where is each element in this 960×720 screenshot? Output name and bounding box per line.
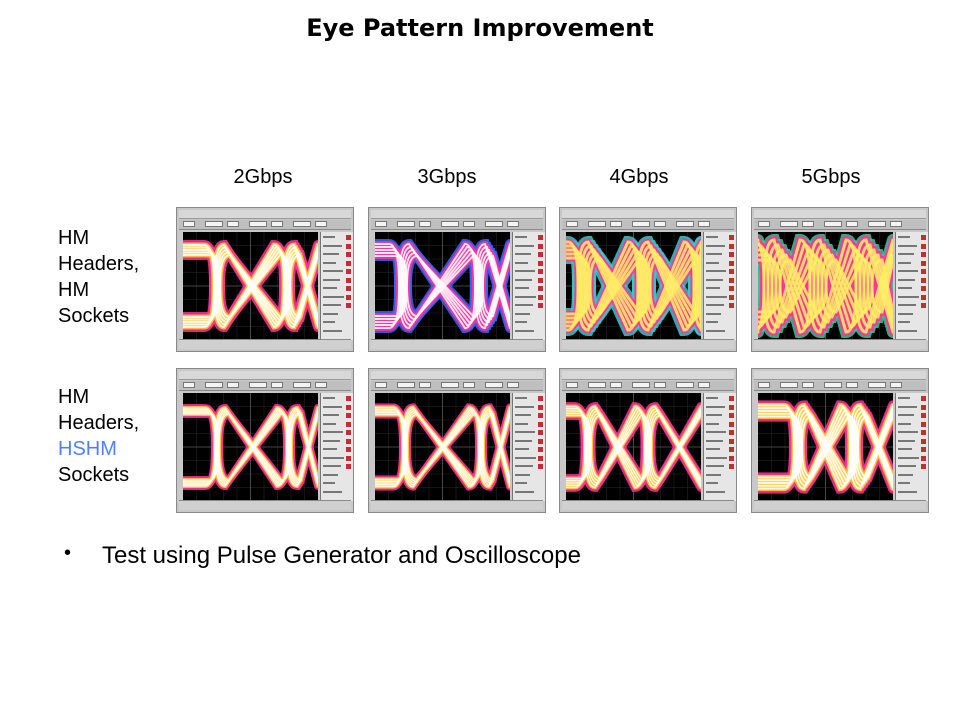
scope-menubar xyxy=(754,371,926,380)
scope-status-bar xyxy=(562,339,734,349)
scope-measurement-panel xyxy=(512,232,545,340)
eye-diagram-screenshot xyxy=(751,207,929,352)
scope-measurement-panel xyxy=(895,232,928,340)
scope-menubar xyxy=(562,210,734,219)
eye-pattern-plot xyxy=(183,393,318,501)
scope-menubar xyxy=(179,371,351,380)
scope-toolbar xyxy=(179,220,351,230)
eye-pattern-plot xyxy=(183,232,318,340)
scope-menubar xyxy=(371,371,543,380)
scope-toolbar xyxy=(754,220,926,230)
scope-measurement-panel xyxy=(320,232,353,340)
eye-diagram-screenshot xyxy=(176,368,354,513)
scope-measurement-panel xyxy=(703,232,736,340)
scope-measurement-panel xyxy=(895,393,928,501)
scope-status-bar xyxy=(371,500,543,510)
eye-pattern-plot xyxy=(758,232,893,340)
scope-toolbar xyxy=(179,381,351,391)
eye-diagram-screenshot xyxy=(368,207,546,352)
row-label-line: HM xyxy=(58,227,90,249)
column-header-5gbps: 5Gbps xyxy=(801,166,861,188)
scope-menubar xyxy=(754,210,926,219)
eye-diagram-screenshot xyxy=(559,368,737,513)
scope-toolbar xyxy=(562,381,734,391)
scope-status-bar xyxy=(562,500,734,510)
scope-status-bar xyxy=(754,500,926,510)
row-label-line: HM xyxy=(58,386,90,408)
scope-measurement-panel xyxy=(320,393,353,501)
eye-pattern-plot xyxy=(566,232,701,340)
column-header-3gbps: 3Gbps xyxy=(417,166,477,188)
scope-toolbar xyxy=(371,220,543,230)
scope-status-bar xyxy=(754,339,926,349)
eye-diagram-screenshot xyxy=(368,368,546,513)
eye-pattern-plot xyxy=(375,393,510,501)
row-label-line: HM xyxy=(58,279,90,301)
slide-title: Eye Pattern Improvement xyxy=(306,14,654,42)
scope-menubar xyxy=(179,210,351,219)
row-label-line: Headers, xyxy=(58,412,140,434)
row-label-line-highlight: HSHM xyxy=(58,438,117,460)
scope-measurement-panel xyxy=(512,393,545,501)
bullet-text: Test using Pulse Generator and Oscillosc… xyxy=(102,542,581,569)
eye-pattern-plot xyxy=(758,393,893,501)
scope-toolbar xyxy=(371,381,543,391)
scope-status-bar xyxy=(179,339,351,349)
scope-measurement-panel xyxy=(703,393,736,501)
scope-status-bar xyxy=(371,339,543,349)
scope-status-bar xyxy=(179,500,351,510)
scope-toolbar xyxy=(754,381,926,391)
eye-diagram-screenshot xyxy=(176,207,354,352)
scope-toolbar xyxy=(562,220,734,230)
eye-pattern-plot xyxy=(566,393,701,501)
row-label-line: Sockets xyxy=(58,305,130,327)
row-label-hm-sockets: HM Headers, HM Sockets xyxy=(58,225,139,329)
bullet-dot-icon: • xyxy=(64,542,72,564)
eye-diagram-screenshot xyxy=(751,368,929,513)
column-header-4gbps: 4Gbps xyxy=(609,166,669,188)
scope-menubar xyxy=(562,371,734,380)
scope-menubar xyxy=(371,210,543,219)
eye-pattern-plot xyxy=(375,232,510,340)
row-label-line: Sockets xyxy=(58,464,130,486)
eye-diagram-screenshot xyxy=(559,207,737,352)
column-header-2gbps: 2Gbps xyxy=(233,166,293,188)
row-label-hshm-sockets: HM Headers, HSHM Sockets xyxy=(58,384,139,488)
row-label-line: Headers, xyxy=(58,253,140,275)
